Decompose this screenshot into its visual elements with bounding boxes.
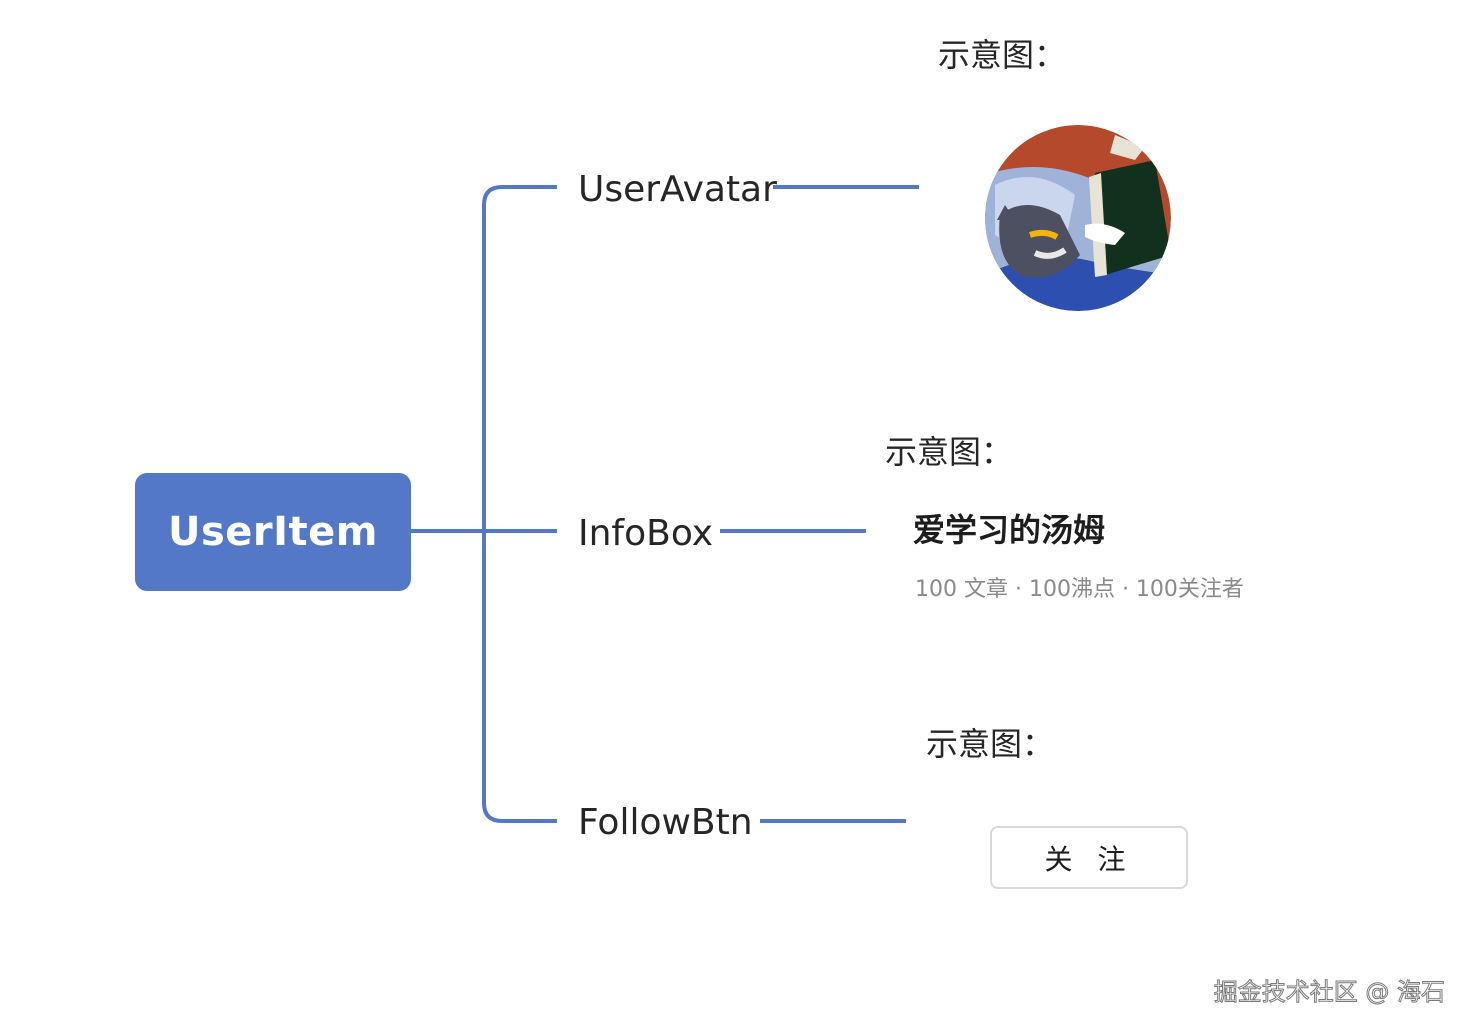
branch-bracket bbox=[482, 185, 557, 823]
info-caption: 示意图： bbox=[885, 433, 1014, 471]
watermark: 掘金技术社区 @ 海石 bbox=[1213, 978, 1445, 1006]
tom-cat-reading-avatar-icon bbox=[985, 125, 1171, 311]
info-username: 爱学习的汤姆 bbox=[913, 511, 1106, 549]
follow-button[interactable]: 关 注 bbox=[990, 826, 1188, 889]
root-node-useritem: UserItem bbox=[135, 473, 411, 591]
branch-infobox: InfoBox bbox=[578, 513, 714, 554]
follow-caption: 示意图： bbox=[926, 725, 1055, 763]
root-node-label: UserItem bbox=[168, 509, 378, 555]
avatar-caption: 示意图： bbox=[938, 36, 1067, 74]
info-stats: 100 文章 · 100沸点 · 100关注者 bbox=[915, 577, 1244, 602]
branch-followbtn: FollowBtn bbox=[578, 802, 753, 843]
branch-useravatar: UserAvatar bbox=[578, 169, 777, 210]
